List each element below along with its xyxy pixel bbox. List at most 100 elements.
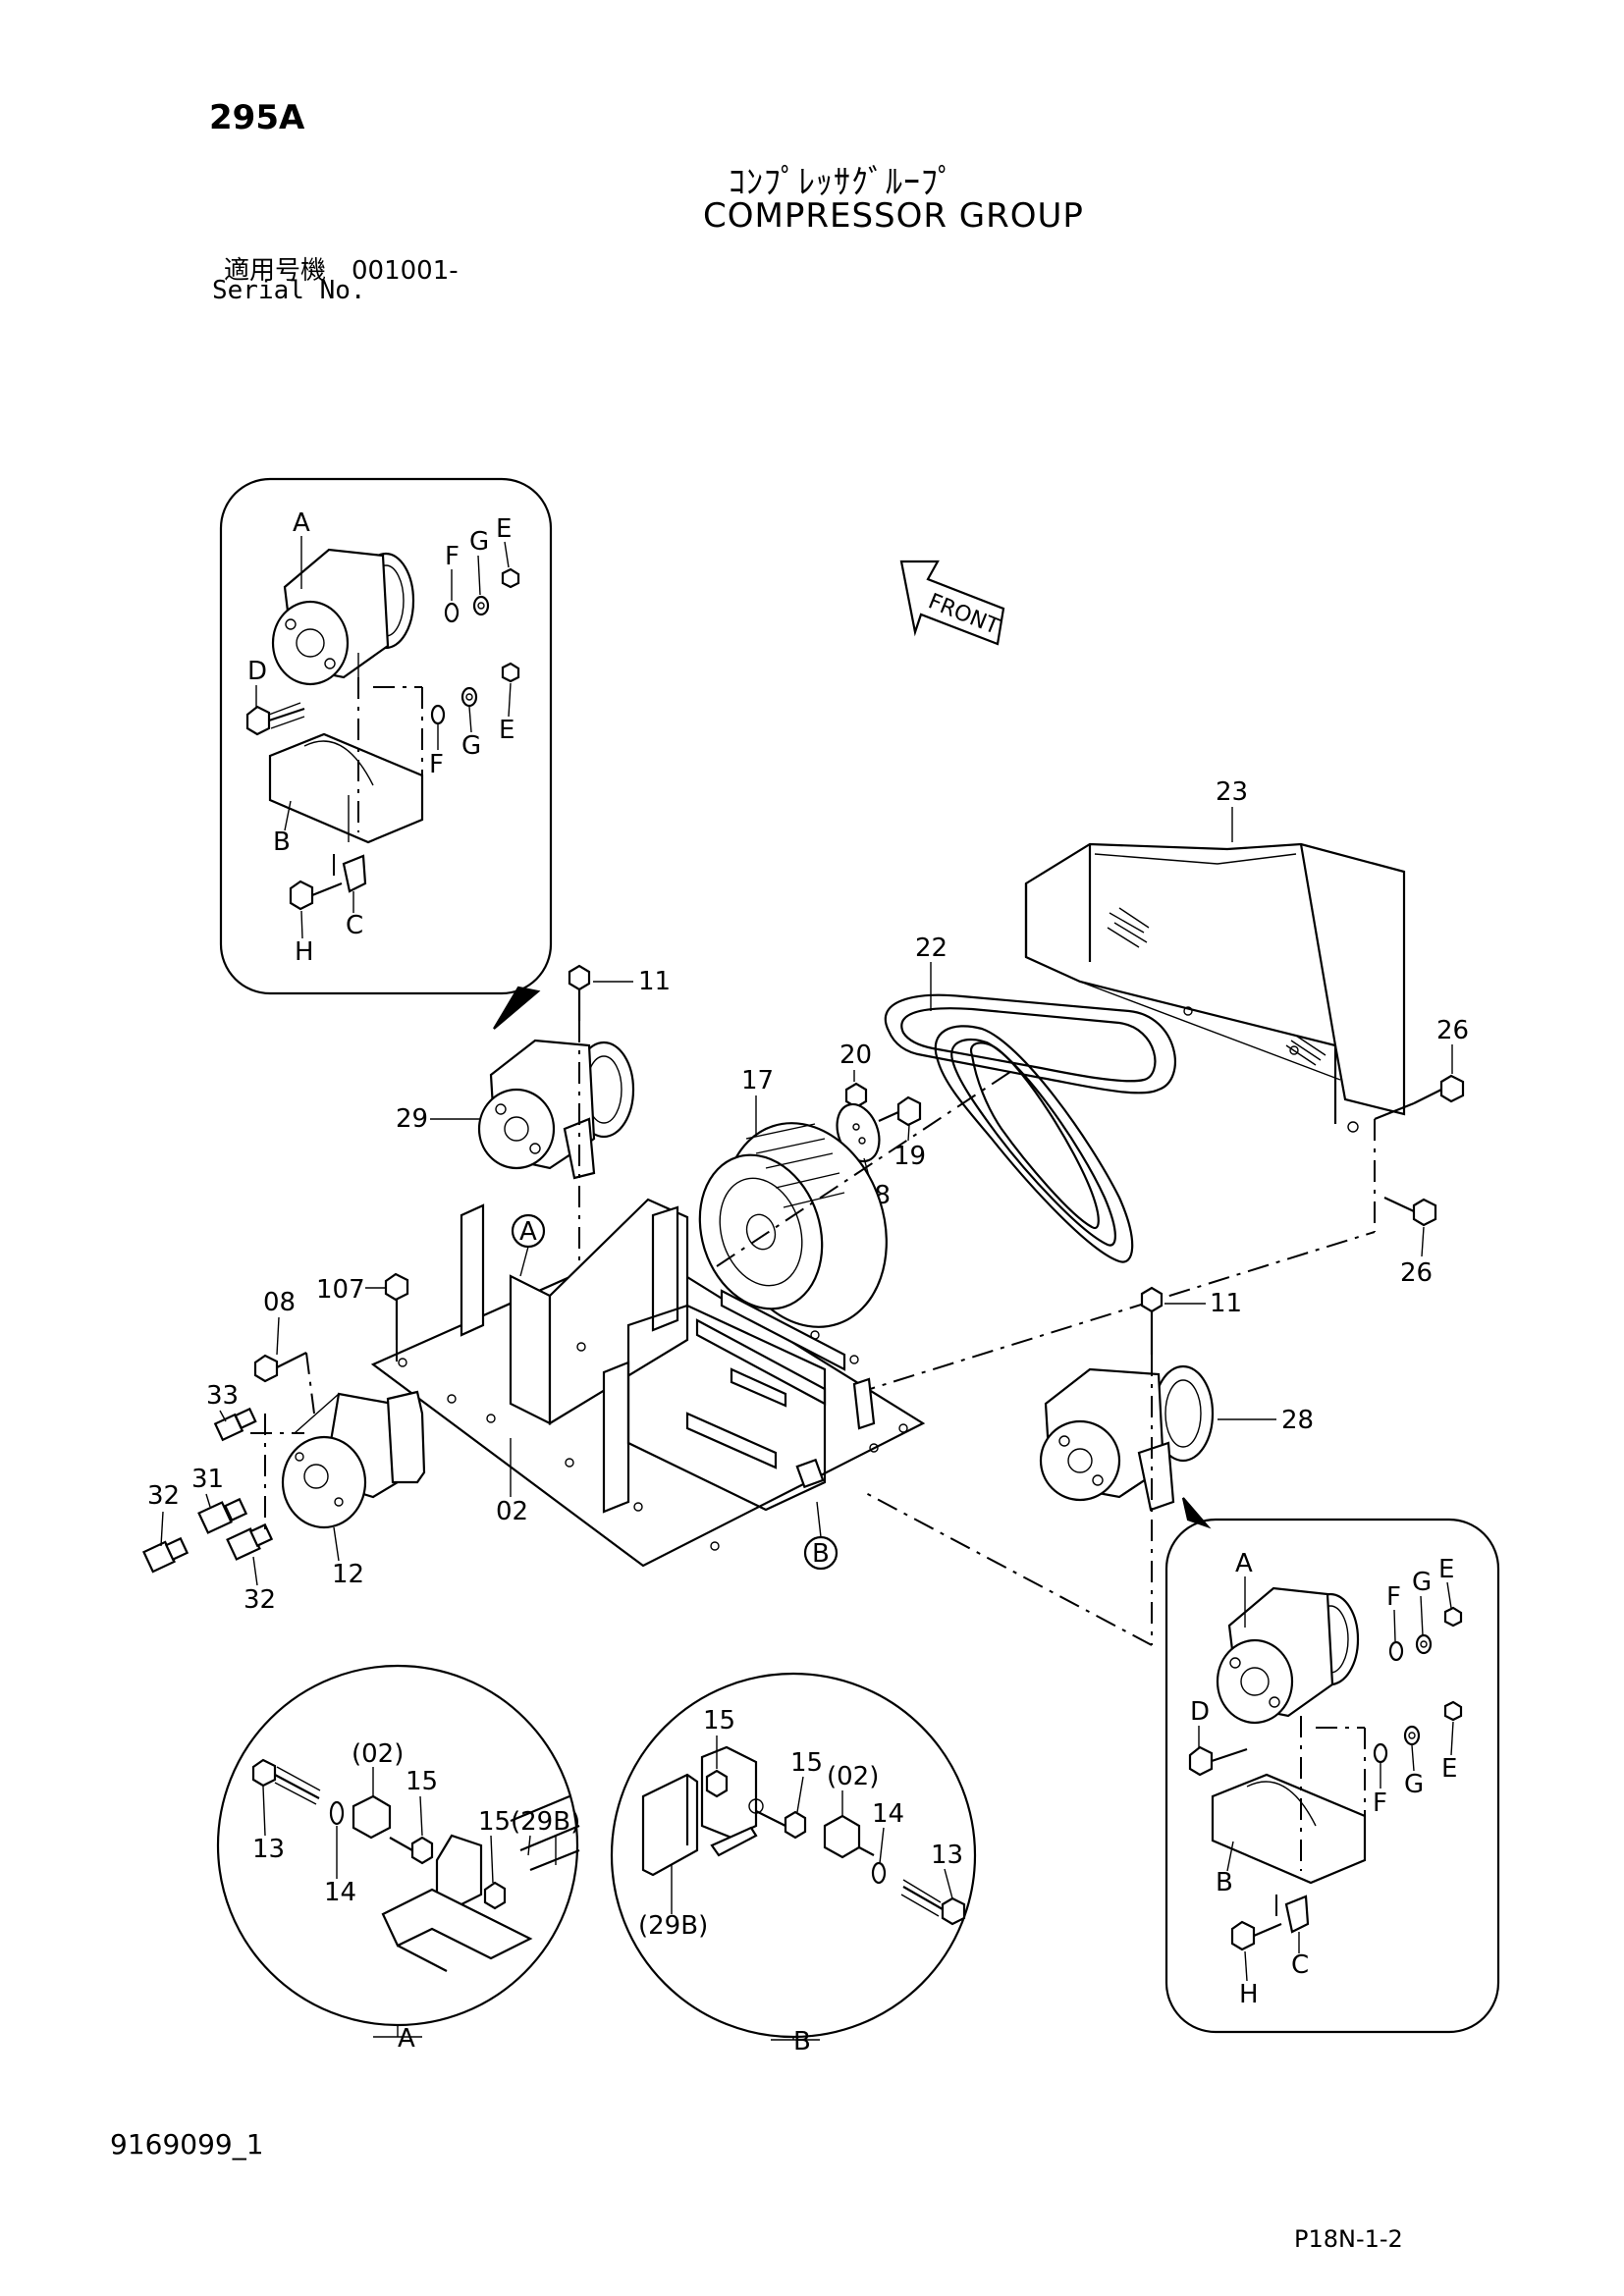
label-29b: (29B) xyxy=(511,1807,580,1837)
label-E: E xyxy=(496,514,512,544)
bolt-illustration xyxy=(568,964,591,1266)
label-A: A xyxy=(1235,1549,1253,1578)
bracket-illustration xyxy=(268,732,424,844)
part-number-32: 32 xyxy=(244,1585,276,1615)
label-15: 15 xyxy=(478,1807,511,1837)
fitting-33 xyxy=(213,1407,257,1442)
label-F: F xyxy=(1373,1789,1387,1818)
part-number-107: 107 xyxy=(316,1275,365,1305)
label-14: 14 xyxy=(324,1878,356,1907)
part-number-02: 02 xyxy=(496,1497,528,1526)
washer-illustration xyxy=(329,1800,345,1826)
bolt-illustration xyxy=(1374,1074,1465,1121)
bolt-illustration xyxy=(1188,1745,1248,1777)
part-number-11: 11 xyxy=(638,967,671,996)
page-title-japanese: ｺﾝﾌﾟﾚｯｻｸﾞﾙｰﾌﾟ xyxy=(729,163,955,202)
bolt-illustration xyxy=(253,1352,315,1415)
belt-cover xyxy=(1024,842,1406,1133)
label-D: D xyxy=(247,657,267,686)
label-H: H xyxy=(295,937,314,967)
label-C: C xyxy=(346,911,363,940)
fitting-31 xyxy=(197,1497,248,1534)
part-number-17: 17 xyxy=(741,1066,774,1095)
detail-circle-b: 15 15 (02) 14 13 (29B) B xyxy=(610,1672,977,2056)
label-D: D xyxy=(1190,1697,1210,1727)
serial-label-japanese: 適用号機 001001- xyxy=(224,256,459,286)
nut-illustration xyxy=(410,1836,434,1865)
part-number-28: 28 xyxy=(1281,1406,1314,1435)
label-02: (02) xyxy=(352,1739,404,1769)
label-B: B xyxy=(273,828,291,857)
part-number-12: 12 xyxy=(332,1560,364,1589)
fitting-32 xyxy=(226,1522,274,1561)
serial-label: Serial No. xyxy=(212,276,366,305)
page-title: COMPRESSOR GROUP xyxy=(703,196,1084,236)
bolt-illustration xyxy=(289,880,343,911)
detail-circle-a: (02) 15 15 (29B) 13 14 A xyxy=(216,1664,580,2054)
compressor-illustration xyxy=(1216,1586,1360,1725)
detail-b-label: B xyxy=(793,2027,811,2056)
part-number-26: 26 xyxy=(1436,1016,1469,1045)
callout-b-label: B xyxy=(812,1539,830,1569)
part-number-32: 32 xyxy=(147,1481,180,1511)
label-G: G xyxy=(461,731,481,761)
bolt-illustration xyxy=(900,1879,966,1926)
fitting-32 xyxy=(142,1536,189,1574)
front-arrow: FRONT xyxy=(899,560,1005,646)
bolt-illustration xyxy=(1140,1286,1164,1645)
electric-motor xyxy=(281,1390,426,1529)
detail-a-label: A xyxy=(398,2024,415,2054)
bolt-illustration xyxy=(384,1272,409,1364)
part-number-29: 29 xyxy=(396,1104,428,1134)
label-B: B xyxy=(1216,1868,1233,1897)
compressor-illustration xyxy=(271,548,415,687)
label-H: H xyxy=(1239,1980,1259,2009)
bolt-illustration xyxy=(251,1758,321,1805)
label-13: 13 xyxy=(931,1841,963,1870)
label-15: 15 xyxy=(790,1748,823,1778)
part-number-33: 33 xyxy=(206,1381,239,1411)
part-number-20: 20 xyxy=(839,1041,872,1070)
block-illustration xyxy=(352,1794,392,1840)
bolt-illustration xyxy=(1230,1920,1282,1951)
v-belts xyxy=(884,993,1176,1263)
part-number-23: 23 xyxy=(1216,777,1248,807)
part-number-11: 11 xyxy=(1210,1289,1242,1318)
detail-box-bottom-right: A F G E D E G F B C H xyxy=(1164,1518,1500,2034)
detail-box-top-left: A D F G E E G F B C H xyxy=(219,477,553,1030)
label-14: 14 xyxy=(872,1799,904,1829)
compressor-28 xyxy=(1039,1364,1215,1512)
washer-bolt-illustration xyxy=(878,1095,922,1127)
label-15: 15 xyxy=(703,1706,735,1735)
label-E: E xyxy=(1438,1555,1454,1584)
part-number-22: 22 xyxy=(915,934,947,963)
part-number-08: 08 xyxy=(263,1288,296,1317)
label-E: E xyxy=(1441,1754,1457,1784)
label-E: E xyxy=(499,716,514,745)
bolt-illustration xyxy=(1383,1197,1437,1227)
page-code: 295A xyxy=(209,98,305,137)
bracket-illustration xyxy=(1211,1773,1367,1885)
label-F: F xyxy=(1386,1582,1401,1612)
label-F: F xyxy=(429,750,444,779)
label-G: G xyxy=(469,527,489,557)
label-15: 15 xyxy=(406,1767,438,1796)
compressor-29 xyxy=(477,1039,635,1180)
label-A: A xyxy=(293,508,310,538)
callout-a-label: A xyxy=(519,1217,537,1247)
base-plate xyxy=(370,1198,926,1568)
label-29b: (29B) xyxy=(638,1911,708,1941)
label-G: G xyxy=(1404,1770,1424,1799)
label-13: 13 xyxy=(252,1835,285,1864)
bolt-illustration xyxy=(245,702,305,736)
document-number: 9169099_1 xyxy=(110,2128,264,2161)
label-02: (02) xyxy=(827,1762,879,1791)
label-C: C xyxy=(1291,1950,1309,1980)
sheet-number: P18N-1-2 xyxy=(1294,2225,1403,2253)
part-number-26: 26 xyxy=(1400,1258,1433,1288)
part-number-31: 31 xyxy=(191,1465,224,1494)
pulley xyxy=(698,1122,888,1328)
label-F: F xyxy=(445,542,460,571)
label-G: G xyxy=(1412,1568,1432,1597)
